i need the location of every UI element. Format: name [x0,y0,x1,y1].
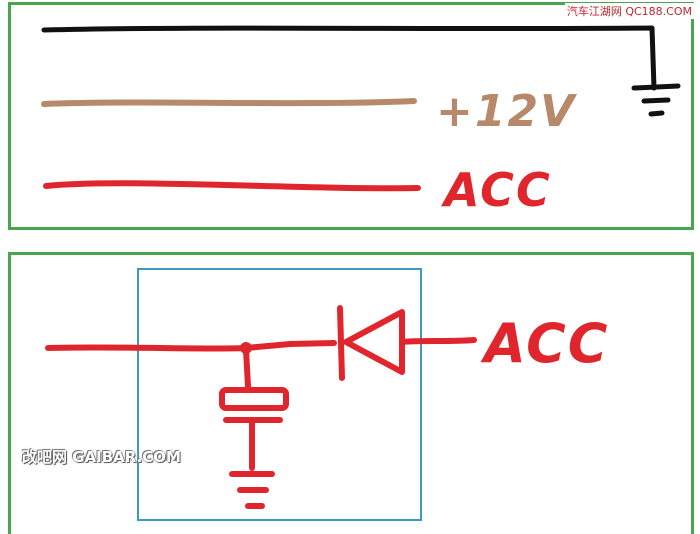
watermark-top-right: 汽车江湖网 QC188.COM [564,3,694,19]
bottom-circuit-panel [8,252,694,534]
ground-symbol-bottom [229,471,275,509]
acc-wire-top [43,180,421,192]
top-wiring-panel [8,2,694,230]
plus12v-wire [41,98,417,107]
capacitor-symbol [219,347,289,471]
ground-wire [41,25,657,91]
watermark-middle-left: 改吧网 GAIBAR.COM [22,448,181,466]
acc-label-bottom: ACC [480,312,609,375]
acc-label-top: ACC [441,163,552,217]
acc-wire-bottom [399,337,477,345]
capacitor-diode-box [137,268,422,521]
ground-symbol-top [631,83,681,117]
plus12v-label: +12V [436,86,577,137]
diode-symbol [337,305,405,381]
main-wire [45,340,337,352]
